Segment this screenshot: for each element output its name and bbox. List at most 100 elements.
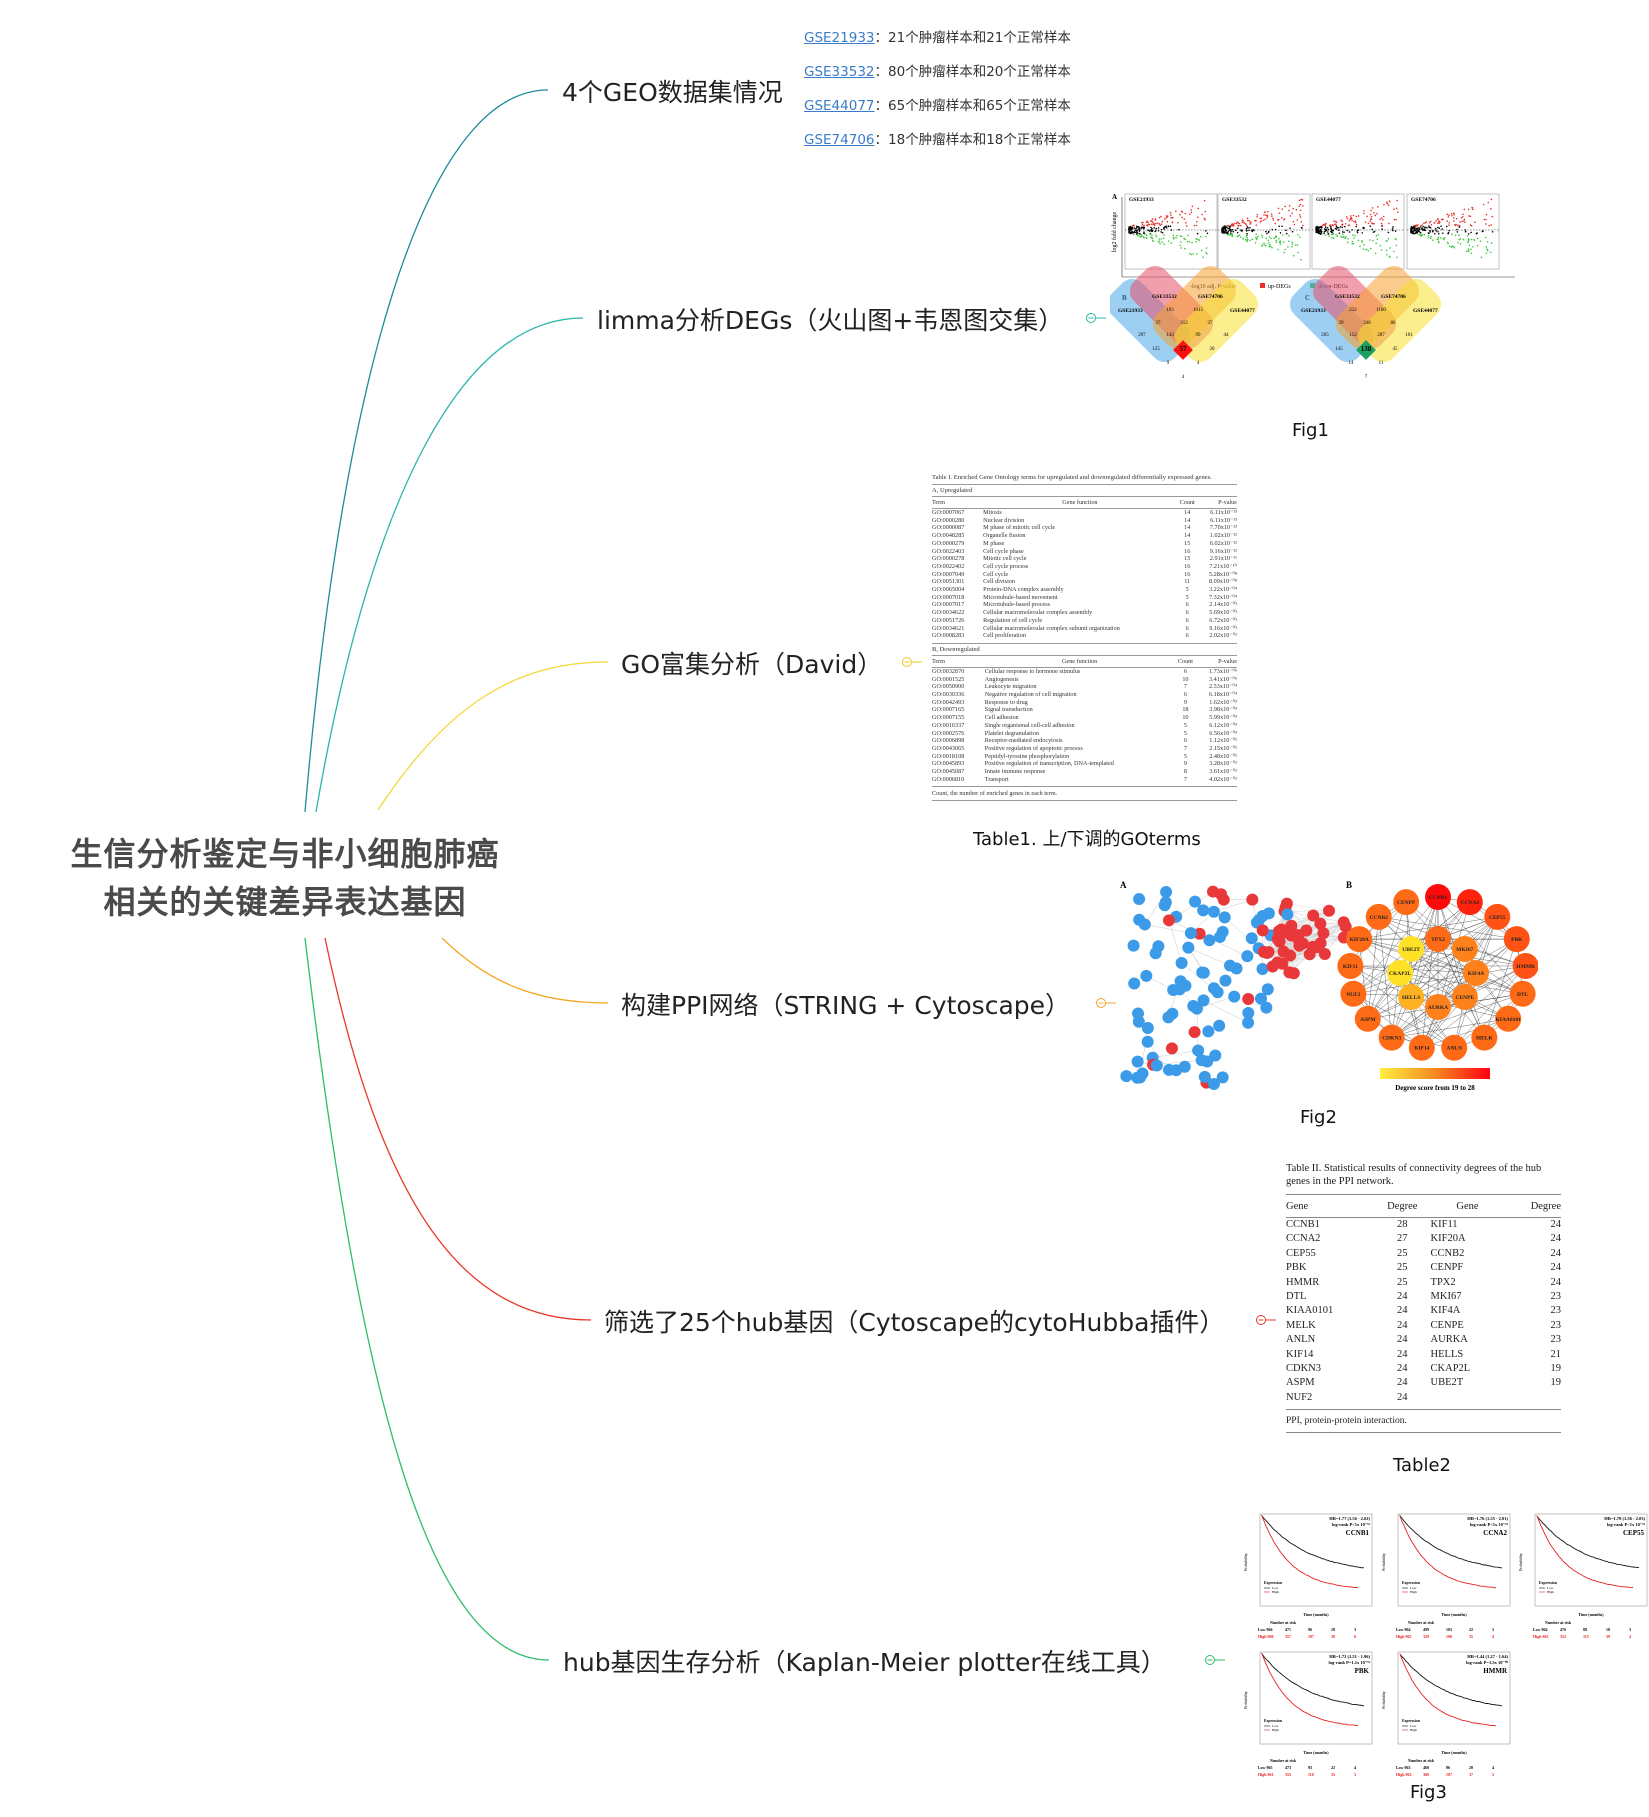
panel-label: A [1112,193,1117,201]
count: 14 [1184,516,1191,524]
risk-title: Number at risk [1545,1620,1572,1625]
root-topic[interactable]: 生信分析鉴定与非小细胞肺癌 相关的关键差异表达基因 [40,830,530,926]
panel-label: A [1120,880,1127,890]
dataset-link[interactable]: GSE74706 [804,132,875,148]
collapse-toggle-icon[interactable] [1095,997,1117,1009]
gene-name: CENPF [1430,1262,1464,1274]
network-node [1283,966,1296,979]
degree-value: 19 [1550,1363,1562,1375]
table1-image[interactable]: Table I. Enriched Gene Ontology terms fo… [932,474,1237,801]
count: 11 [1184,578,1191,586]
connector-km [304,937,550,1661]
network-node [1160,885,1173,898]
gene-function: Positive regulation of transcription, DN… [984,760,1114,768]
venn-count: 125 [1152,347,1160,352]
degree-value: 24 [1397,1363,1408,1375]
survival-curve-low [1261,1514,1365,1569]
network-node [1310,941,1323,954]
hub-node: CENPE [1451,984,1478,1011]
branch-ppi-network[interactable]: 构建PPI网络（STRING + Cytoscape） [621,991,1071,1020]
go-term: GO:0006810 [932,775,965,783]
panel-label: B [1346,880,1352,890]
collapse-toggle-icon[interactable] [1255,1314,1277,1326]
go-term: GO:0045087 [932,768,965,776]
gene-title: HMMR [1483,1667,1508,1675]
network-node [1271,956,1284,969]
network-node [1201,1055,1214,1068]
gene-name: DTL [1286,1291,1307,1303]
risk-high: 4 [1492,1634,1494,1639]
hub-node: ASPM [1354,1005,1381,1032]
survival-curve-low [1261,1652,1365,1707]
go-term: GO:0002576 [932,729,965,737]
volcano-plot: GSE74706 [1406,193,1500,270]
logrank-p: log-rank P<1x 10⁻¹⁶ [1607,1522,1646,1527]
table2-image[interactable]: Table II. Statistical results of connect… [1286,1162,1562,1434]
x-axis-label: Time (months) [1441,1750,1467,1755]
venn-set-label: GSE74706 [1381,294,1406,300]
gene-function: Regulation of cell cycle [983,616,1043,624]
p-value: 6.11x10⁻¹³ [1210,516,1237,524]
gene-function: Microtubule-based movement [983,593,1058,601]
go-term: GO:0051726 [932,616,965,624]
hub-node: AURKA [1425,994,1451,1020]
network-node [1245,932,1258,945]
branch-geo-datasets[interactable]: 4个GEO数据集情况 [562,78,783,107]
volcano-plot: GSE33532 [1217,193,1311,270]
gene-name: CCNA2 [1286,1233,1321,1245]
dataset-desc: ：65个肿瘤样本和65个正常样本 [874,98,1071,114]
gene-name: CEP55 [1286,1247,1316,1259]
count: 5 [1183,729,1187,737]
venn-count: 348 [1363,321,1371,326]
venn-count: 143 [1166,333,1174,338]
network-node [1140,969,1153,982]
gene-name: TPX2 [1430,1276,1456,1288]
count: 8 [1183,768,1187,776]
p-value: 1.12x10⁻⁰² [1209,737,1237,745]
network-node [1141,1035,1154,1048]
p-value: 4.02x10⁻⁰² [1209,775,1237,783]
branch-go-enrichment[interactable]: GO富集分析（David） [621,650,883,679]
gene-name: CKAP2L [1430,1363,1471,1375]
network-node [1216,925,1229,938]
venn-count: 297 [1138,333,1146,338]
count: 9 [1183,760,1187,768]
collapse-toggle-icon[interactable] [1204,1654,1226,1666]
branch-survival-analysis[interactable]: hub基因生存分析（Kaplan-Meier plotter在线工具） [563,1648,1166,1677]
hub-node-label: CCNA2 [1460,900,1479,906]
network-node [1141,1021,1154,1034]
hub-node-label: CDKN3 [1382,1036,1401,1042]
network-node [1165,1042,1178,1055]
branch-hub-genes[interactable]: 筛选了25个hub基因（Cytoscape的cytoHubba插件） [604,1308,1225,1337]
hub-node: DTL [1509,980,1536,1007]
count: 10 [1182,714,1189,722]
go-term: GO:0034621 [932,624,965,632]
network-node [1242,992,1255,1005]
dataset-link[interactable]: GSE44077 [804,98,875,114]
dataset-link[interactable]: GSE21933 [804,30,875,46]
collapse-toggle-icon[interactable] [1085,312,1107,324]
table2-footnote: PPI, protein-protein interaction. [1286,1409,1561,1434]
network-node [1337,916,1350,929]
network-node [1217,893,1230,906]
risk-title: Number at risk [1270,1620,1297,1625]
dataset-link[interactable]: GSE33532 [804,64,875,80]
survival-curve-high [1261,1516,1359,1589]
network-node [1131,1055,1144,1068]
branch-limma-degs[interactable]: limma分析DEGs（火山图+韦恩图交集） [597,306,1064,335]
gene-title: CEP55 [1623,1529,1645,1537]
hub-node: MKI67 [1451,935,1478,962]
collapse-toggle-icon[interactable] [901,656,923,668]
gene-function: M phase of mitotic cell cycle [983,524,1056,532]
